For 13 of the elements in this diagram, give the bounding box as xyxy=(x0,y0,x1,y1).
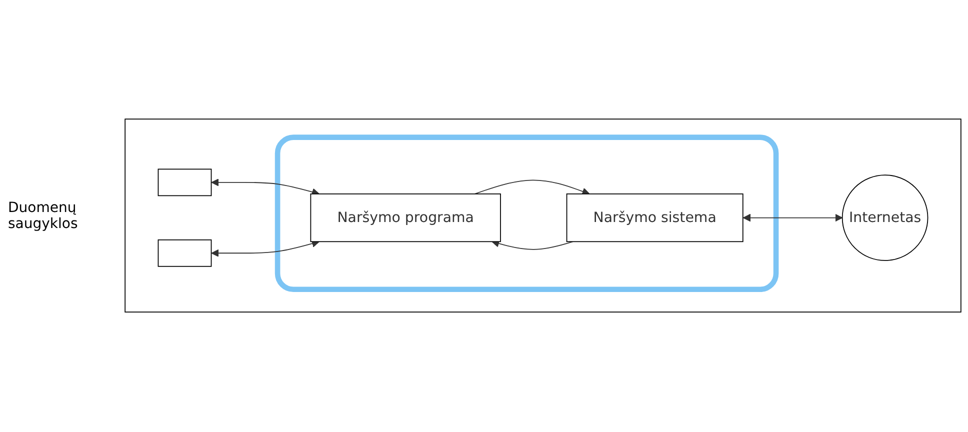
node-box xyxy=(158,169,212,197)
arrow xyxy=(742,214,843,222)
node-box: Naršymo programa xyxy=(310,194,501,243)
arrow xyxy=(211,178,320,196)
cluster xyxy=(274,135,779,292)
cluster xyxy=(124,119,962,313)
node-box: Naršymo sistema xyxy=(566,194,744,243)
arrow xyxy=(211,240,320,258)
group-label: Duomenų saugyklos xyxy=(8,200,79,232)
arrow xyxy=(492,240,574,250)
node-circle: Internetas xyxy=(842,175,928,262)
node-box xyxy=(158,240,212,268)
arrow xyxy=(474,180,590,196)
